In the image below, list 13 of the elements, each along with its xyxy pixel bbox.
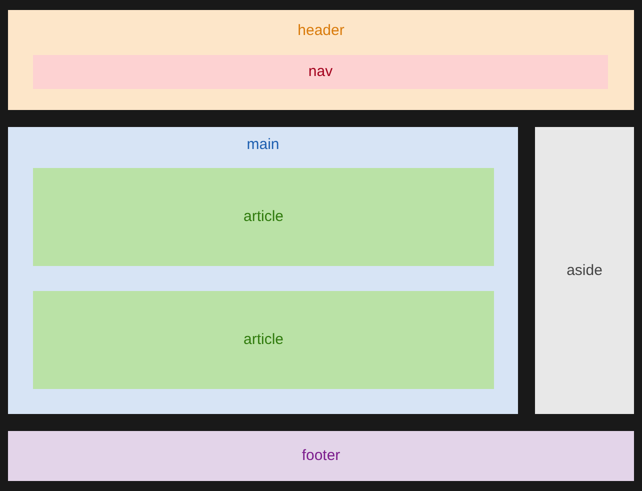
region-label: aside — [566, 262, 602, 280]
main-region — [8, 127, 518, 414]
region-label: footer — [302, 447, 340, 465]
article-block — [33, 291, 494, 389]
aside-panel — [535, 127, 634, 414]
region-label: header — [298, 22, 344, 40]
region-label: article — [243, 208, 284, 226]
region-label: nav — [308, 63, 333, 81]
region-label: main — [246, 136, 280, 154]
region-label: article — [243, 331, 284, 349]
header-region — [8, 10, 634, 110]
article-block — [33, 168, 494, 266]
footer-region — [8, 431, 634, 481]
